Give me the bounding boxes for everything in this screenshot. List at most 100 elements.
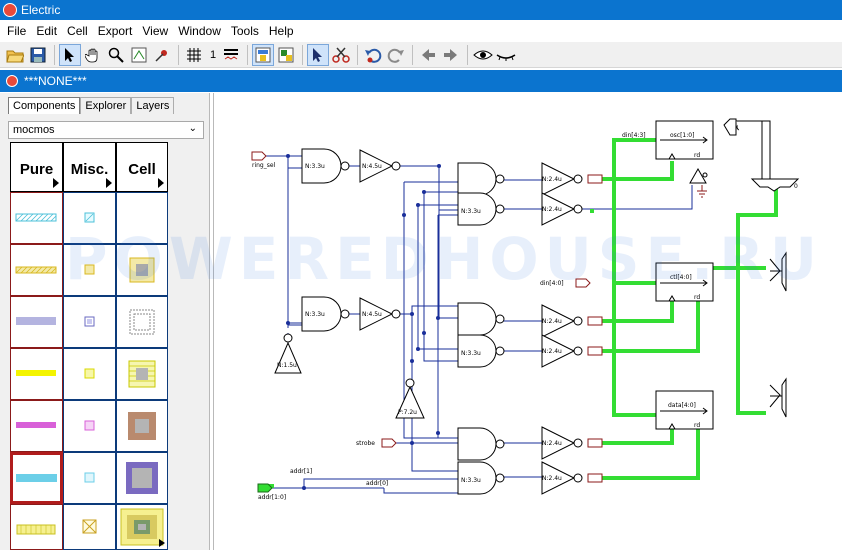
- toolbar: 1: [0, 42, 842, 68]
- nand-b-label: N:3.3u: [305, 311, 325, 318]
- palette-misc-cross-pin[interactable]: [63, 504, 116, 550]
- osc-register-label: osc[1:0]: [670, 132, 694, 139]
- palette-header-cell[interactable]: Cell: [116, 142, 168, 192]
- nand-e-label: N:3.3u: [461, 477, 481, 484]
- measure-tool-icon[interactable]: [151, 44, 173, 66]
- palette-metal-diffusion-arc[interactable]: [10, 192, 63, 244]
- pinv-p-label: P:7.2u: [398, 409, 417, 416]
- electric-document-icon: [6, 75, 18, 87]
- undo-icon[interactable]: [362, 44, 384, 66]
- palette-misc-pin-blue[interactable]: [63, 296, 116, 348]
- outline-edit-icon[interactable]: [128, 44, 150, 66]
- menu-window[interactable]: Window: [178, 24, 221, 38]
- palette-cell-well-contact[interactable]: [116, 452, 168, 504]
- register-blocks: [655, 120, 714, 430]
- view-open-eye-icon[interactable]: [472, 44, 494, 66]
- addr0-label: addr[0]: [366, 480, 388, 487]
- palette-select-arc[interactable]: [10, 504, 63, 550]
- data-register-label: data[4:0]: [668, 402, 696, 409]
- schematic-drawing: ring_sel strobe addr[1:0] din[4:0] addr[…: [251, 118, 800, 501]
- component-palette: Pure Misc. Cell: [10, 142, 168, 550]
- cut-scissors-icon[interactable]: [330, 44, 352, 66]
- palette-misc-pin-cyan[interactable]: [63, 192, 116, 244]
- layout-mode-icon[interactable]: [252, 43, 275, 66]
- technology-select[interactable]: mocmos ⌄: [8, 121, 204, 139]
- palette-header-misc[interactable]: Misc.: [63, 142, 116, 192]
- addr-label: addr[1:0]: [258, 494, 286, 501]
- expand-arrow-icon: [53, 178, 59, 188]
- palette-misc-pin-yellow[interactable]: [63, 244, 116, 296]
- menu-file[interactable]: File: [7, 24, 27, 38]
- inv-a-label: N:4.5u: [362, 163, 382, 170]
- menu-cell[interactable]: Cell: [67, 24, 88, 38]
- palette-cell-metal-contact[interactable]: [116, 348, 168, 400]
- tab-layers[interactable]: Layers: [131, 97, 175, 114]
- mux-select-label: 0: [794, 183, 798, 190]
- palette-metal2-arc[interactable]: [10, 296, 63, 348]
- grid-icon[interactable]: [183, 44, 205, 66]
- menu-edit[interactable]: Edit: [36, 24, 58, 38]
- palette-cell-empty[interactable]: [116, 192, 168, 244]
- ring-sel-label: ring_sel: [252, 162, 276, 169]
- tristate-buffer: [689, 167, 708, 198]
- addr1-label: addr[1]: [290, 468, 312, 475]
- arc-array-icon[interactable]: [220, 44, 242, 66]
- panel-tabs: Components Explorer Layers: [8, 97, 175, 114]
- palette-misc-pin-gold[interactable]: [63, 348, 116, 400]
- din-label: din[4:0]: [540, 280, 564, 287]
- palette-active-arc-selected[interactable]: [10, 452, 63, 504]
- open-folder-icon[interactable]: [4, 44, 26, 66]
- din43-label: din[4:3]: [622, 132, 646, 139]
- redo-icon[interactable]: [385, 44, 407, 66]
- mux-and-drivers: [723, 118, 800, 418]
- ctl-register-port: rd: [694, 294, 700, 301]
- cursor-select-icon[interactable]: [307, 43, 330, 66]
- inv-b-label: N:4.5u: [362, 311, 382, 318]
- menu-view[interactable]: View: [142, 24, 169, 38]
- app-title: Electric: [21, 3, 61, 17]
- go-forward-arrow-icon[interactable]: [440, 44, 462, 66]
- buf-6-label: N:2.4u: [542, 475, 562, 482]
- palette-misc-pin-magenta[interactable]: [63, 400, 116, 452]
- osc-register-port: rd: [694, 152, 700, 159]
- ctl-register-label: ctl[4:0]: [670, 274, 692, 281]
- tab-components[interactable]: Components: [8, 97, 81, 114]
- grid-count-text: 1: [210, 48, 217, 61]
- palette-header-pure[interactable]: Pure: [10, 142, 63, 192]
- schematic-canvas[interactable]: ring_sel strobe addr[1:0] din[4:0] addr[…: [213, 93, 842, 550]
- palette-metal3-arc[interactable]: [10, 400, 63, 452]
- palette-misc-pin-sky[interactable]: [63, 452, 116, 504]
- nand-d-label: N:3.3u: [461, 350, 481, 357]
- palette-cell-poly-contact[interactable]: [116, 244, 168, 296]
- title-bar: Electric: [0, 0, 842, 20]
- menu-bar: File Edit Cell Export View Window Tools …: [0, 20, 842, 42]
- palette-cell-transistor[interactable]: [116, 504, 168, 550]
- save-disk-icon[interactable]: [27, 44, 49, 66]
- go-back-arrow-icon[interactable]: [417, 44, 439, 66]
- view-closed-eye-icon[interactable]: [495, 44, 517, 66]
- menu-help[interactable]: Help: [268, 24, 294, 38]
- palette-metal1-arc[interactable]: [10, 348, 63, 400]
- palette-poly-arc[interactable]: [10, 244, 63, 296]
- menu-tools[interactable]: Tools: [230, 24, 259, 38]
- palette-cell-via-contact[interactable]: [116, 296, 168, 348]
- pan-hand-icon[interactable]: [82, 44, 104, 66]
- zoom-magnifier-icon[interactable]: [105, 44, 127, 66]
- buf-3-label: N:2.4u: [542, 318, 562, 325]
- nand-c-label: N:3.3u: [461, 208, 481, 215]
- electric-logo-icon: [3, 3, 17, 17]
- menu-export[interactable]: Export: [97, 24, 133, 38]
- expand-arrow-icon: [158, 178, 164, 188]
- palette-cell-diffusion-contact[interactable]: [116, 400, 168, 452]
- tab-explorer[interactable]: Explorer: [80, 97, 132, 114]
- pinv-n-label: N:1.5u: [277, 362, 297, 369]
- nand-a-label: N:3.3u: [305, 163, 325, 170]
- nand-gates: [301, 148, 505, 495]
- chevron-down-icon: ⌄: [188, 123, 197, 134]
- document-window-bar: ***NONE***: [0, 70, 842, 92]
- schematic-mode-icon[interactable]: [275, 44, 297, 66]
- buf-1-label: N:2.4u: [542, 176, 562, 183]
- inverter-gates: [274, 149, 583, 495]
- select-arrow-icon[interactable]: [59, 43, 81, 66]
